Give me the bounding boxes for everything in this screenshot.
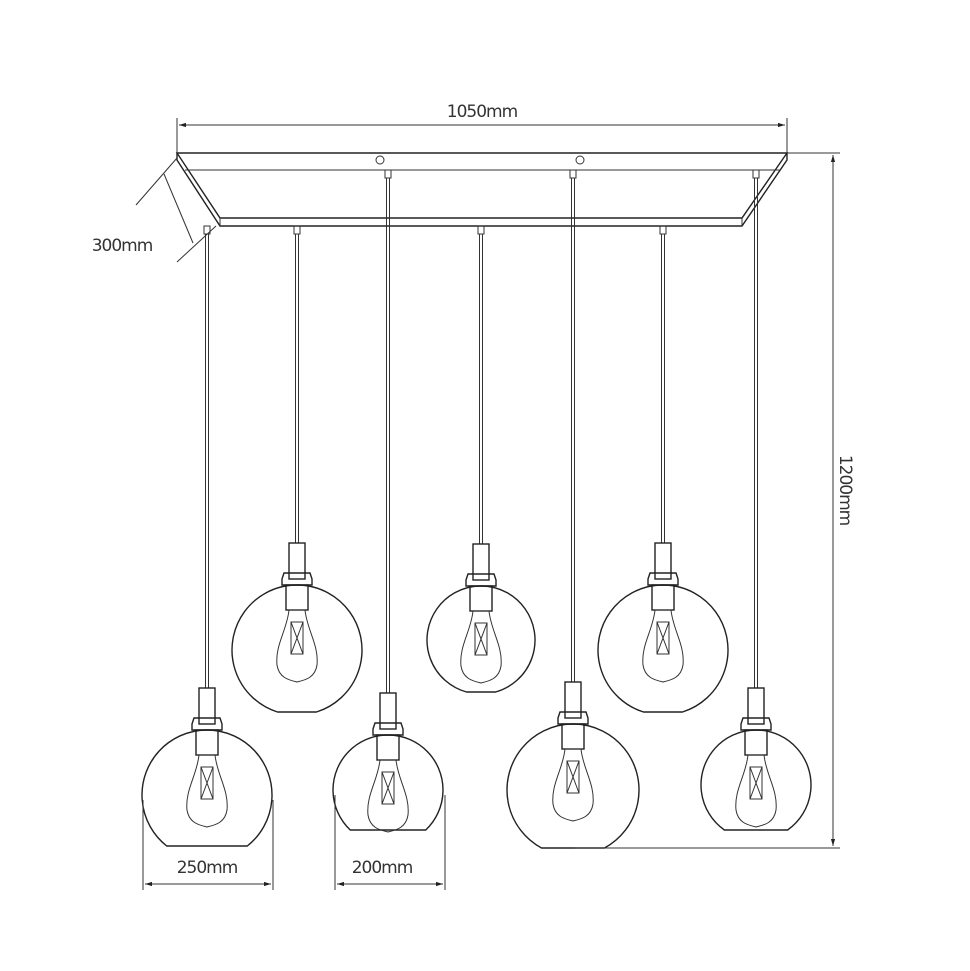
pendants [141,169,812,849]
lamp-holder [472,543,490,581]
depth-label: 300mm [92,236,153,256]
bulb-icon [367,759,409,833]
ceiling-canopy [175,152,789,227]
glass-globe [597,584,729,713]
glass-globe [231,584,363,713]
large-globe-label: 250mm [177,858,238,878]
collar [372,722,404,736]
collar [465,573,497,587]
width-dimension: 1050mm [176,102,788,153]
cord-grip [659,225,667,235]
pendant-2 [332,169,444,833]
glass-globe [506,723,640,849]
pendant-6 [426,225,536,693]
bulb-icon [642,609,684,683]
socket [561,723,585,750]
bulb-icon [186,754,228,828]
filament [200,766,214,800]
collar [281,572,313,586]
pendant-1 [141,225,273,847]
lamp-holder [198,687,216,725]
cord-grip [752,169,760,179]
cord-grip [384,169,392,179]
depth-dimension: 300mm [92,157,217,263]
socket [744,729,768,756]
glass-globe [141,729,273,847]
small-globe-dimension: 200mm [334,795,446,890]
socket [285,584,309,611]
height-label: 1200mm [835,455,855,526]
filament [566,760,580,794]
filament [381,771,395,805]
bulb-icon [735,754,777,828]
socket [651,584,675,611]
collar [191,717,223,731]
filament [656,621,670,655]
pendant-7 [597,225,729,713]
bulb-icon [460,610,502,684]
lamp-holder [747,687,765,725]
glass-globe [332,734,444,831]
filament [749,766,763,800]
cord-grip [477,225,485,235]
pendant-3 [506,169,640,849]
cord-grip [569,169,577,179]
lamp-holder [654,542,672,580]
pendant-5 [231,225,363,713]
filament [290,621,304,655]
pendant-4 [700,169,812,831]
socket [195,729,219,756]
width-label: 1050mm [447,102,518,122]
bulb-icon [552,748,594,822]
small-globe-label: 200mm [352,858,413,878]
height-dimension: 1200mm [575,152,855,849]
filament [474,622,488,656]
bulb-icon [276,609,318,683]
collar [557,711,589,725]
mounting-hole [575,155,585,165]
collar [740,717,772,731]
glass-globe [700,729,812,831]
socket [376,734,400,761]
cord-grip [293,225,301,235]
lamp-holder [288,542,306,580]
collar [647,572,679,586]
lamp-holder [379,692,397,730]
mounting-hole [375,155,385,165]
lamp-holder [564,681,582,719]
socket [469,585,493,612]
large-globe-dimension: 250mm [142,800,274,890]
